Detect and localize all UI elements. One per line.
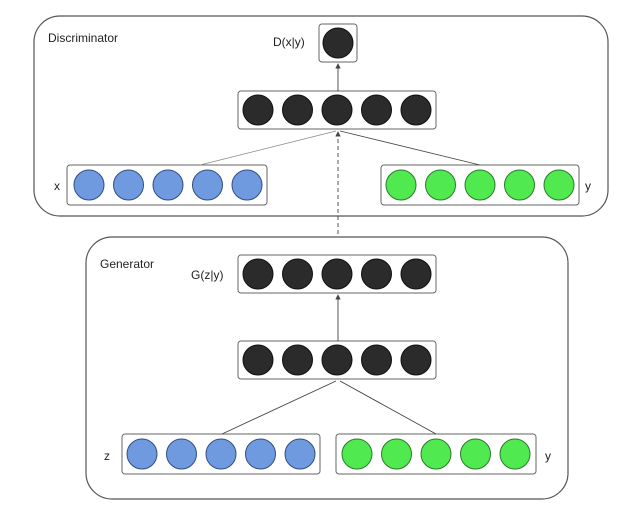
discriminator-output-nodes: [322, 27, 354, 59]
discriminator-hidden-node: [361, 94, 392, 126]
discriminator-x-nodes: [73, 169, 263, 201]
generator-hidden-node: [242, 344, 274, 376]
discriminator-y-node: [464, 169, 496, 201]
discriminator-x-node: [192, 169, 223, 201]
generator-output-node: [321, 258, 353, 290]
generator-hidden-node: [361, 344, 392, 376]
discriminator-x-node: [152, 169, 184, 201]
discriminator-y-node: [425, 169, 456, 201]
discriminator-output-label: D(x|y): [273, 35, 305, 49]
discriminator-hidden-node: [282, 94, 313, 126]
discriminator-hidden-node: [321, 94, 353, 126]
generator-hidden-node: [282, 344, 313, 376]
discriminator-panel: Discriminator D(x|y) x y: [33, 15, 609, 217]
generator-y-label: y: [545, 449, 551, 463]
generator-y-node: [460, 438, 491, 470]
generator-hidden-nodes: [242, 344, 432, 376]
discriminator-hidden-nodes: [242, 94, 432, 126]
generator-output-node: [400, 258, 432, 290]
generator-output-node: [242, 258, 274, 290]
generator-z-node: [284, 438, 316, 470]
discriminator-output-node: [322, 27, 354, 59]
discriminator-hidden-node: [400, 94, 432, 126]
discriminator-y-label: y: [585, 179, 591, 193]
discriminator-y-nodes: [385, 169, 575, 201]
generator-panel: Generator G(z|y) z y: [85, 236, 569, 500]
generator-y-node: [341, 438, 373, 470]
generator-output-node: [282, 258, 313, 290]
discriminator-hidden-node: [242, 94, 274, 126]
generator-label: Generator: [100, 257, 154, 271]
generator-y-node: [499, 438, 531, 470]
discriminator-y-node: [504, 169, 535, 201]
generator-z-node: [205, 438, 237, 470]
discriminator-x-node: [73, 169, 105, 201]
generator-z-label: z: [104, 449, 110, 463]
generator-y-to-hidden-edge: [339, 380, 437, 435]
generator-y-nodes: [341, 438, 531, 470]
discriminator-x-to-hidden-edge: [199, 130, 337, 166]
generator-output-nodes: [242, 258, 432, 290]
discriminator-y-to-hidden-edge: [339, 130, 481, 166]
generator-z-to-hidden-edge: [221, 380, 337, 435]
discriminator-y-node: [543, 169, 575, 201]
generator-output-label: G(z|y): [191, 268, 223, 282]
discriminator-x-label: x: [54, 179, 60, 193]
discriminator-x-node: [113, 169, 144, 201]
generator-y-node: [381, 438, 412, 470]
discriminator-y-node: [385, 169, 417, 201]
generator-output-node: [361, 258, 392, 290]
generator-z-nodes: [126, 438, 316, 470]
generator-y-node: [420, 438, 452, 470]
discriminator-x-node: [231, 169, 263, 201]
generator-z-node: [126, 438, 158, 470]
generator-hidden-node: [400, 344, 432, 376]
discriminator-label: Discriminator: [48, 31, 118, 45]
generator-hidden-node: [321, 344, 353, 376]
generator-z-node: [245, 438, 276, 470]
generator-z-node: [166, 438, 197, 470]
